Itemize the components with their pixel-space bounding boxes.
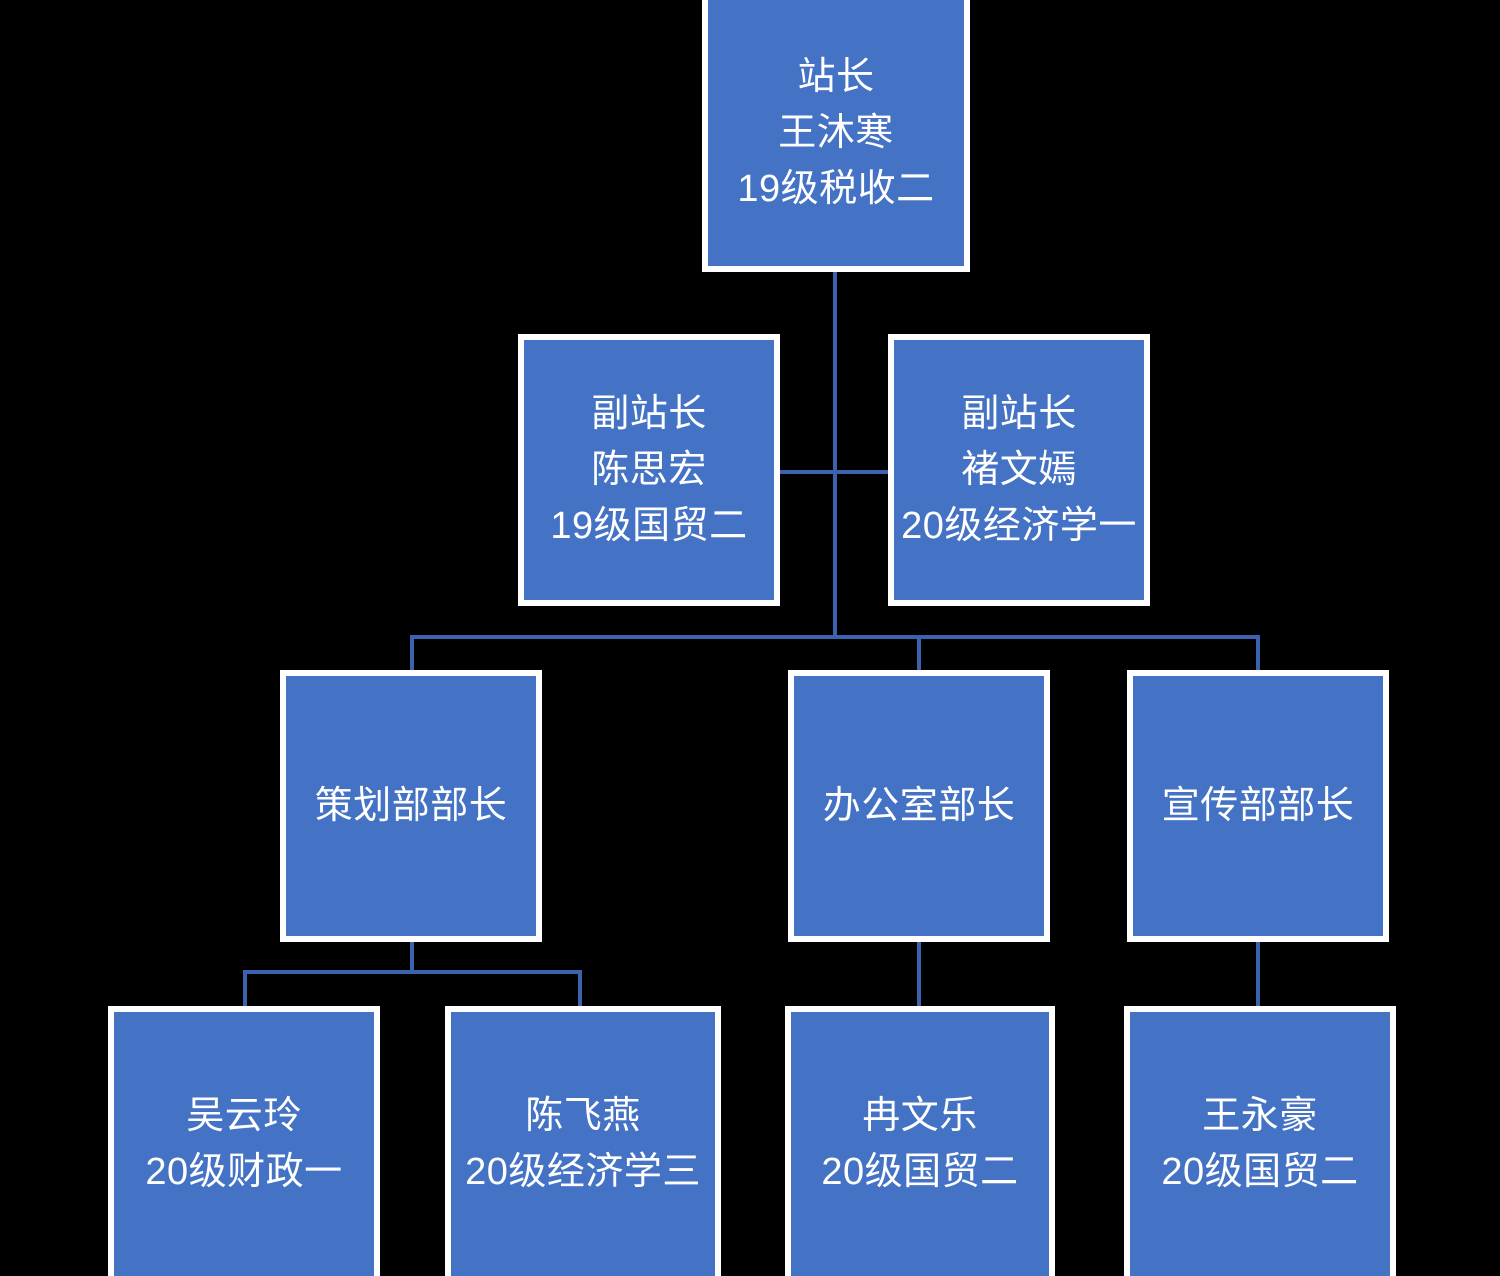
node-publicity-head[interactable]: 宣传部部长 [1127, 670, 1389, 942]
connector-chief-to-deputy-2 [833, 470, 889, 474]
connector-planning-bar [243, 970, 582, 974]
connector-bar-to-office [917, 635, 921, 672]
node-deputy-chief-1-class: 19级国贸二 [550, 505, 748, 548]
node-member-ran-name: 冉文乐 [862, 1094, 978, 1137]
connector-publicity-to-wang [1256, 940, 1260, 1008]
node-station-chief-class: 19级税收二 [737, 168, 935, 211]
connector-planning-trunk [410, 940, 414, 972]
node-member-wu-name: 吴云玲 [186, 1094, 302, 1137]
node-member-ran[interactable]: 冉文乐 20级国贸二 [785, 1006, 1055, 1276]
node-member-wu-class: 20级财政一 [145, 1151, 343, 1193]
connector-department-bar [410, 635, 1260, 639]
node-deputy-chief-2-class: 20级经济学一 [901, 505, 1137, 548]
node-deputy-chief-2-role: 副站长 [961, 392, 1077, 435]
node-deputy-chief-2-name: 褚文嫣 [961, 448, 1077, 491]
node-publicity-head-role: 宣传部部长 [1161, 784, 1355, 827]
connector-chief-to-deputy-1 [778, 470, 835, 474]
node-member-wu[interactable]: 吴云玲 20级财政一 [108, 1006, 380, 1276]
node-deputy-chief-1[interactable]: 副站长 陈思宏 19级国贸二 [518, 334, 780, 606]
node-member-wang-class: 20级国贸二 [1161, 1151, 1359, 1193]
connector-bar-to-publicity [1256, 635, 1260, 672]
node-member-wang-name: 王永豪 [1202, 1094, 1318, 1137]
connector-bar-to-planning [410, 635, 414, 672]
node-member-chen[interactable]: 陈飞燕 20级经济学三 [445, 1006, 721, 1276]
connector-office-to-ran [917, 940, 921, 1008]
node-station-chief[interactable]: 站长 王沐寒 19级税收二 [702, 0, 970, 272]
node-office-head[interactable]: 办公室部长 [788, 670, 1050, 942]
node-member-wang[interactable]: 王永豪 20级国贸二 [1124, 1006, 1396, 1276]
connector-planning-to-wu [243, 970, 247, 1008]
node-member-ran-class: 20级国贸二 [821, 1151, 1019, 1193]
node-deputy-chief-1-role: 副站长 [591, 392, 707, 435]
node-station-chief-name: 王沐寒 [778, 111, 894, 154]
node-member-chen-name: 陈飞燕 [525, 1094, 641, 1137]
node-member-chen-class: 20级经济学三 [465, 1151, 701, 1193]
node-planning-head[interactable]: 策划部部长 [280, 670, 542, 942]
node-deputy-chief-2[interactable]: 副站长 褚文嫣 20级经济学一 [888, 334, 1150, 606]
node-station-chief-role: 站长 [797, 55, 875, 98]
node-planning-head-role: 策划部部长 [314, 784, 508, 827]
connector-chief-trunk [833, 272, 837, 639]
node-deputy-chief-1-name: 陈思宏 [591, 448, 707, 491]
node-office-head-role: 办公室部长 [822, 784, 1016, 827]
connector-planning-to-chen [578, 970, 582, 1008]
